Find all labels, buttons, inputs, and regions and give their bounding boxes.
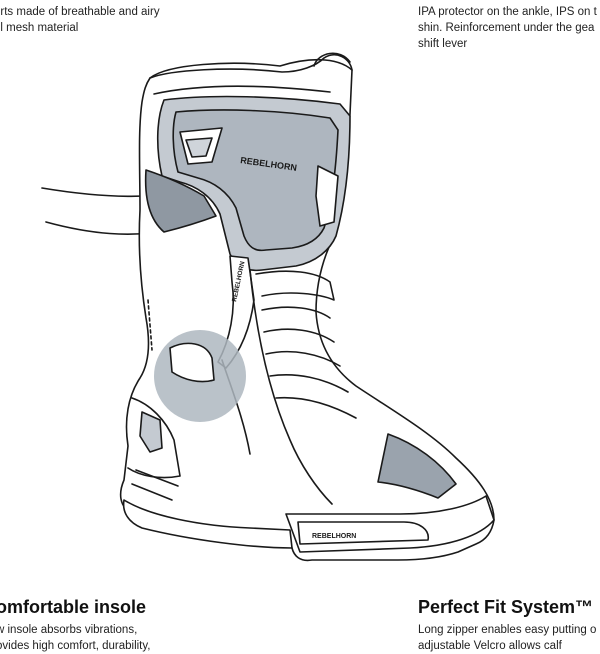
insole-feature-line-1: w insole absorbs vibrations,: [0, 624, 138, 636]
front-seam: [249, 269, 333, 505]
protector-callout-line-3: shift lever: [418, 38, 468, 50]
zipper-line: [147, 299, 153, 351]
quilt-row-3: [263, 328, 335, 343]
mesh-callout-line-1: erts made of breathable and airy: [0, 6, 160, 18]
mesh-callout-line-2: el mesh material: [0, 22, 79, 34]
quilt-row-6: [275, 396, 357, 419]
protector-callout-text: IPA protector on the ankle, IPS on t shi…: [418, 4, 597, 52]
fit-system-feature-text: Long zipper enables easy putting o adjus…: [418, 622, 596, 654]
quilt-row-5: [269, 373, 349, 393]
quilt-row-1: [255, 270, 335, 301]
ankle-protector: [169, 342, 215, 383]
sole-logo-plate: [297, 521, 429, 545]
fit-system-feature-title: Perfect Fit System™: [418, 597, 594, 617]
mesh-callout-text: erts made of breathable and airy el mesh…: [0, 4, 160, 36]
mesh-panel: [144, 169, 217, 233]
protector-callout-line-1: IPA protector on the ankle, IPS on t: [418, 6, 597, 18]
quilt-row-2: [261, 306, 331, 319]
shin-vent-right: [315, 165, 339, 227]
boot-collar-back: [313, 52, 351, 67]
fit-system-feature-line-1: Long zipper enables easy putting o: [418, 624, 597, 636]
insole-feature-title: omfortable insole: [0, 597, 147, 617]
collar-seam: [153, 85, 331, 95]
quilt-row-4: [265, 350, 341, 367]
protector-callout-line-2: shin. Reinforcement under the gea: [418, 22, 595, 34]
insole-feature-line-2: ovides high comfort, durability,: [0, 640, 151, 652]
boot-collar: [149, 54, 353, 79]
brand-label-sole: REBELHORN: [312, 533, 356, 540]
sole-rear: [122, 499, 293, 549]
insole-feature-text: w insole absorbs vibrations, ovides high…: [0, 622, 150, 654]
shin-vent-left-inner: [185, 137, 213, 158]
heel-grip-lines: [131, 469, 179, 501]
fit-system-feature-line-2: adjustable Velcro allows calf: [418, 640, 562, 652]
heel-vent: [139, 411, 163, 453]
toe-slider-highlight: [377, 433, 457, 499]
